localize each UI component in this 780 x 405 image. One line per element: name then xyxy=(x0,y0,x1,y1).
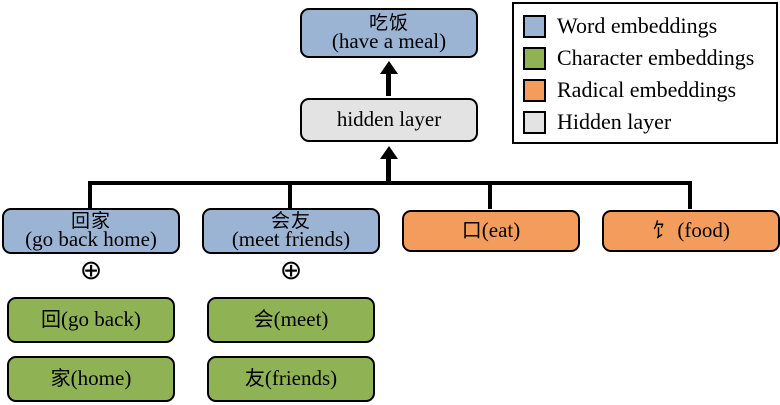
word-node-meet-friends[interactable]: 会友 (meet friends) xyxy=(202,208,380,254)
character-node-home[interactable]: 家(home) xyxy=(7,356,175,402)
radical-node-glyph: 口 xyxy=(461,220,482,243)
legend-item-word-embeddings: Word embeddings xyxy=(523,10,776,42)
legend-label-radical: Radical embeddings xyxy=(557,77,737,102)
hidden-layer-label: hidden layer xyxy=(336,107,442,132)
character-node-glyph: 回 xyxy=(41,309,62,332)
word-node-gloss: (go back home) xyxy=(25,226,157,251)
character-node-friends[interactable]: 友(friends) xyxy=(207,356,375,402)
character-node-text: 家(home) xyxy=(50,366,132,391)
word-node-go-back-home[interactable]: 回家 (go back home) xyxy=(2,208,180,254)
hidden-layer-node[interactable]: hidden layer xyxy=(300,98,478,142)
connector-drop-word-2 xyxy=(288,181,292,209)
character-node-glyph: 友 xyxy=(244,368,265,391)
oplus-operator-left: ⊕ xyxy=(79,255,103,286)
arrow-bus-to-hidden-head xyxy=(380,146,398,159)
legend-item-radical-embeddings: Radical embeddings xyxy=(523,74,776,106)
radical-node-gloss: (eat) xyxy=(481,218,521,243)
output-node-chinese: 吃饭 xyxy=(368,12,409,34)
radical-node-food[interactable]: 饣 (food) xyxy=(602,210,780,252)
connector-drop-radical-1 xyxy=(488,181,492,209)
legend-item-hidden-layer: Hidden layer xyxy=(523,106,776,138)
legend-swatch-character-icon xyxy=(523,46,546,70)
radical-node-text: 口(eat) xyxy=(461,218,521,243)
character-node-gloss: (friends) xyxy=(264,366,338,391)
connector-bus-horizontal xyxy=(88,181,692,185)
arrow-bus-to-hidden-stem xyxy=(386,155,391,184)
legend-item-character-embeddings: Character embeddings xyxy=(523,42,776,74)
oplus-operator-right: ⊕ xyxy=(279,255,303,286)
output-node-gloss: (have a meal) xyxy=(331,28,447,53)
legend-swatch-hidden-icon xyxy=(523,110,546,134)
character-node-gloss: (home) xyxy=(70,366,132,391)
character-node-text: 友(friends) xyxy=(244,366,338,391)
legend-label-hidden: Hidden layer xyxy=(557,109,672,134)
legend-swatch-radical-icon xyxy=(523,78,546,102)
legend-swatch-word-icon xyxy=(523,14,546,38)
radical-node-eat[interactable]: 口(eat) xyxy=(402,210,580,252)
legend-panel: Word embeddings Character embeddings Rad… xyxy=(512,2,778,144)
radical-node-text: 饣 (food) xyxy=(652,218,730,243)
character-node-text: 会(meet) xyxy=(253,307,329,332)
arrow-hidden-to-output-head xyxy=(380,61,398,74)
radical-node-glyph: 饣 xyxy=(652,220,673,243)
radical-node-gloss: (food) xyxy=(677,218,730,243)
legend-label-character: Character embeddings xyxy=(557,45,755,70)
word-node-chinese: 会友 xyxy=(270,210,311,232)
character-node-gloss: (go back) xyxy=(61,307,141,332)
arrow-hidden-to-output-stem xyxy=(386,70,391,96)
word-node-gloss: (meet friends) xyxy=(231,226,351,251)
character-node-meet[interactable]: 会(meet) xyxy=(207,297,375,343)
character-node-glyph: 家 xyxy=(50,368,71,391)
connector-drop-word-1 xyxy=(88,181,92,209)
character-node-text: 回(go back) xyxy=(41,307,141,332)
character-node-gloss: (meet) xyxy=(273,307,329,332)
word-node-chinese: 回家 xyxy=(70,210,111,232)
connector-drop-radical-2 xyxy=(688,181,692,209)
legend-label-word: Word embeddings xyxy=(557,13,718,38)
output-node-word-embedding[interactable]: 吃饭 (have a meal) xyxy=(300,8,478,58)
character-node-go-back[interactable]: 回(go back) xyxy=(7,297,175,343)
character-node-glyph: 会 xyxy=(253,309,274,332)
